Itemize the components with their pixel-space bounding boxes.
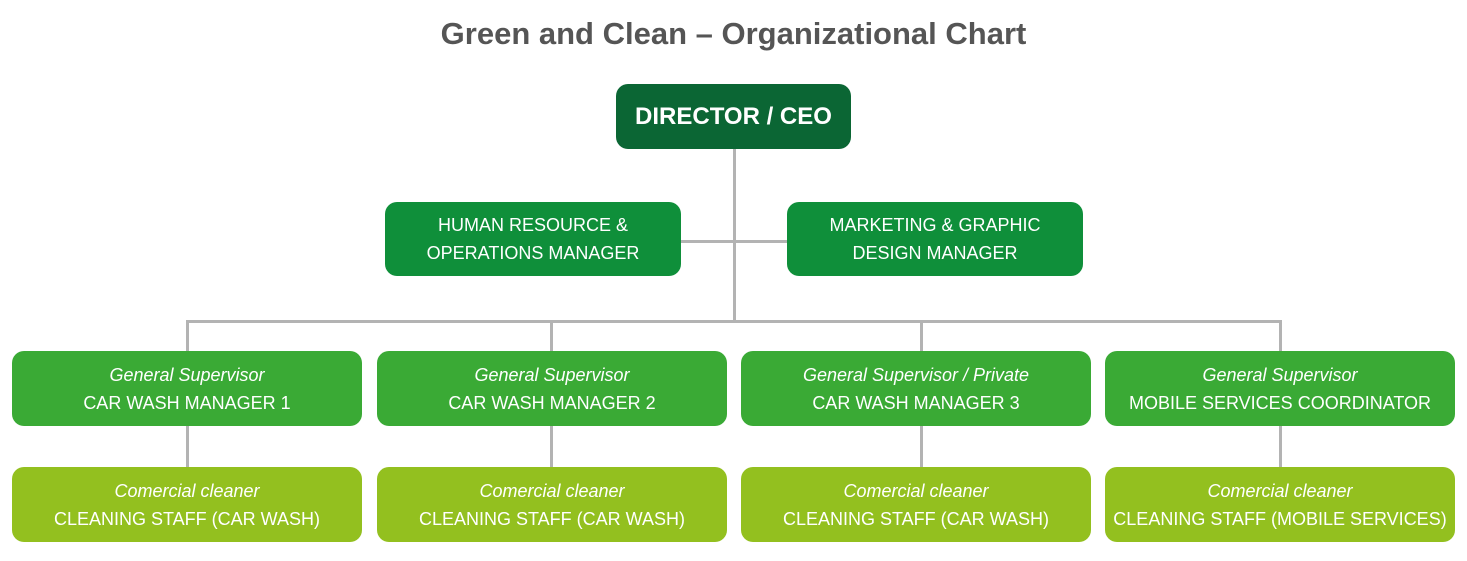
node-role: Comercial cleaner <box>114 480 260 501</box>
node-role: General Supervisor <box>1202 364 1358 385</box>
node-title: CAR WASH MANAGER 2 <box>448 392 656 413</box>
supervisor-node: General Supervisor MOBILE SERVICES COORD… <box>1105 351 1455 426</box>
connector-line <box>186 320 1282 323</box>
connector-line <box>550 426 553 467</box>
node-title: CAR WASH MANAGER 3 <box>812 392 1020 413</box>
node-title: CLEANING STAFF (MOBILE SERVICES) <box>1113 508 1447 529</box>
node-title: CLEANING STAFF (CAR WASH) <box>53 508 320 529</box>
supervisor-node: General Supervisor / Private CAR WASH MA… <box>741 351 1091 426</box>
node-title: CLEANING STAFF (CAR WASH) <box>782 508 1049 529</box>
connector-line <box>920 426 923 467</box>
node-role: Comercial cleaner <box>1207 480 1353 501</box>
cleaner-node: Comercial cleaner CLEANING STAFF (MOBILE… <box>1105 467 1455 542</box>
node-role: General Supervisor <box>109 364 265 385</box>
hr-manager-node: HUMAN RESOURCE & OPERATIONS MANAGER <box>385 202 681 276</box>
connector-line <box>681 240 787 243</box>
node-role: Comercial cleaner <box>479 480 625 501</box>
ceo-node: DIRECTOR / CEO <box>616 84 851 149</box>
marketing-manager-node: MARKETING & GRAPHIC DESIGN MANAGER <box>787 202 1083 276</box>
node-title-line: DESIGN MANAGER <box>852 243 1018 263</box>
node-title: MOBILE SERVICES COORDINATOR <box>1128 392 1432 413</box>
node-role: General Supervisor / Private <box>802 364 1030 385</box>
node-role: General Supervisor <box>474 364 630 385</box>
chart-title: Green and Clean – Organizational Chart <box>440 16 1027 51</box>
node-title-line: OPERATIONS MANAGER <box>426 243 640 263</box>
node-title-line: MARKETING & GRAPHIC <box>829 215 1041 235</box>
node-title-line: HUMAN RESOURCE & <box>437 215 629 235</box>
connector-line <box>186 426 189 467</box>
connector-line <box>1279 426 1282 467</box>
cleaner-node: Comercial cleaner CLEANING STAFF (CAR WA… <box>377 467 727 542</box>
connector-line <box>920 320 923 351</box>
supervisor-node: General Supervisor CAR WASH MANAGER 1 <box>12 351 362 426</box>
connector-line <box>1279 320 1282 351</box>
connector-line <box>550 320 553 351</box>
cleaner-node: Comercial cleaner CLEANING STAFF (CAR WA… <box>12 467 362 542</box>
node-role: Comercial cleaner <box>843 480 989 501</box>
node-title: CAR WASH MANAGER 1 <box>83 392 291 413</box>
node-title: DIRECTOR / CEO <box>635 102 832 130</box>
connector-line <box>186 320 189 351</box>
cleaner-node: Comercial cleaner CLEANING STAFF (CAR WA… <box>741 467 1091 542</box>
supervisor-node: General Supervisor CAR WASH MANAGER 2 <box>377 351 727 426</box>
node-title: CLEANING STAFF (CAR WASH) <box>418 508 685 529</box>
connector-line <box>733 149 736 322</box>
